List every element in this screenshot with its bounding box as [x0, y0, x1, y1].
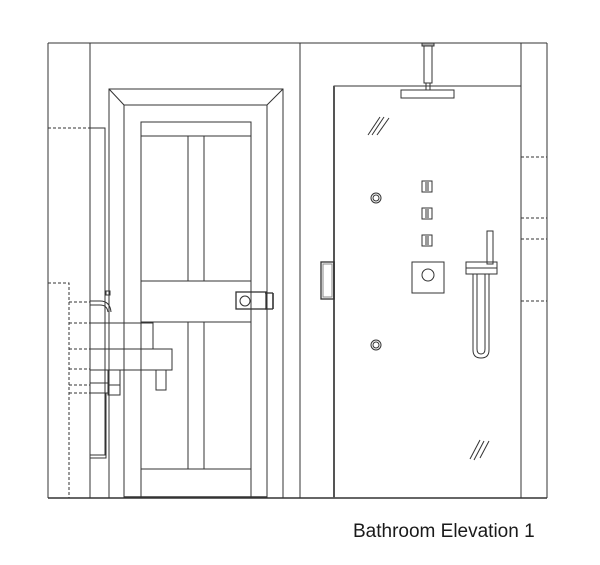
door-lock-plate: [235, 291, 274, 310]
hand-shower: [465, 230, 498, 359]
drawing-title: Bathroom Elevation 1: [353, 521, 535, 542]
thermostatic-mixer: [411, 261, 445, 294]
rain-shower-head: [400, 42, 455, 99]
vanity-with-faucet: [48, 282, 173, 498]
room-outline: [47, 42, 548, 499]
body-jets: [421, 180, 433, 247]
wall-lights: [370, 192, 382, 351]
left-wall-column: [48, 43, 110, 498]
door-casing: [108, 43, 301, 498]
panel-door: [124, 121, 267, 498]
glass-shower-enclosure: [320, 85, 521, 498]
right-wall-column: [520, 43, 547, 498]
